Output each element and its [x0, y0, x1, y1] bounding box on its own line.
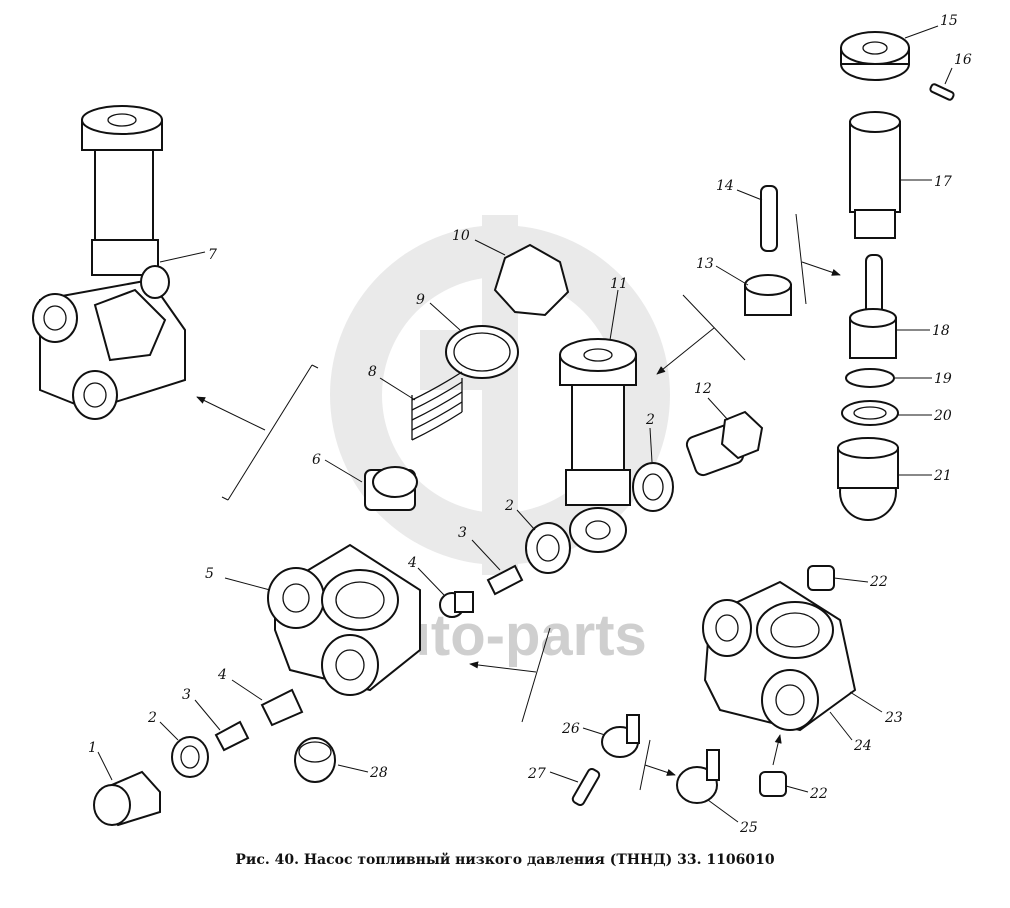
hex-cap-part [493, 243, 570, 317]
primer-pump-part [559, 338, 637, 553]
callout-21: 21 [933, 468, 952, 484]
callout-20: 20 [933, 408, 952, 424]
banjo-fitting-part [837, 437, 899, 521]
callout-2: 2 [504, 498, 514, 514]
callout-1: 1 [88, 740, 97, 756]
callout-23: 23 [884, 710, 903, 726]
callout-8: 8 [368, 364, 377, 380]
callout-13: 13 [696, 256, 714, 272]
callout-9: 9 [416, 292, 425, 308]
callout-22: 22 [809, 786, 828, 802]
callout-4: 4 [217, 667, 227, 683]
callout-2: 2 [645, 412, 655, 428]
pump-body-part [267, 543, 421, 696]
callout-16: 16 [954, 52, 972, 68]
callout-26: 26 [561, 721, 580, 737]
callout-7: 7 [208, 247, 217, 263]
housing-part [702, 580, 857, 732]
callout-2: 2 [147, 710, 157, 726]
callout-27: 27 [527, 766, 546, 782]
assembled-pump [32, 105, 186, 420]
callout-labels: 1 2 2 2 3 3 4 4 5 6 7 8 9 10 11 12 13 14… [88, 13, 972, 836]
callout-15: 15 [940, 13, 958, 29]
callout-24: 24 [853, 738, 872, 754]
callout-14: 14 [716, 178, 734, 194]
callout-25: 25 [739, 820, 758, 836]
figure-caption: Рис. 40. Насос топливный низкого давлени… [235, 852, 775, 868]
callout-22: 22 [869, 574, 888, 590]
callout-3: 3 [182, 687, 191, 703]
callout-5: 5 [205, 566, 214, 582]
callout-18: 18 [932, 323, 950, 339]
spring-part [411, 371, 463, 441]
callout-17: 17 [934, 174, 952, 190]
callout-10: 10 [452, 228, 470, 244]
callout-4: 4 [407, 555, 417, 571]
callout-11: 11 [610, 276, 628, 292]
callout-6: 6 [312, 452, 321, 468]
fitting-part [685, 410, 764, 477]
callout-19: 19 [934, 371, 952, 387]
callout-3: 3 [458, 525, 467, 541]
ring-part [445, 325, 519, 379]
callout-28: 28 [369, 765, 388, 781]
callout-12: 12 [694, 381, 712, 397]
